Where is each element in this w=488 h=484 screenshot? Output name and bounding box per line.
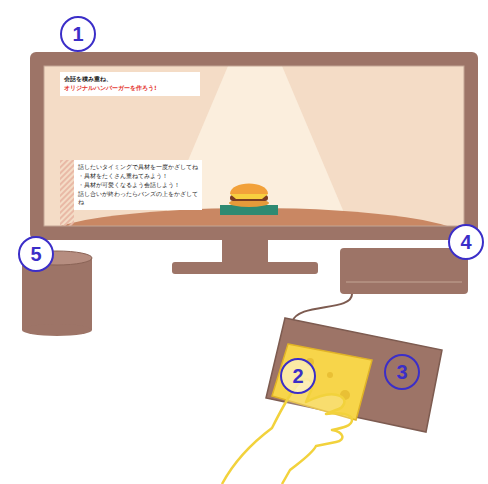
hatch-decoration [60, 160, 74, 226]
screen-text: ・具材が可愛くなるよう会話しよう！ [78, 181, 198, 189]
callout-number: 1 [60, 16, 96, 52]
screen [44, 66, 464, 226]
screen-text: 会話を積み重ね、 [64, 75, 196, 83]
callout-number: 2 [280, 358, 316, 394]
callout-circle [449, 225, 483, 259]
monitor-frame [30, 52, 478, 240]
monitor-base [172, 262, 318, 274]
cheese-slice [230, 194, 268, 199]
screen-text: オリジナルハンバーガーを作ろう! [64, 84, 196, 92]
callout-circle [19, 237, 53, 271]
patty [230, 195, 268, 201]
screen-text: 話したいタイミングで具材を一度かざしてね [78, 163, 198, 171]
text-panel: 話したいタイミングで具材を一度かざしてね・具材をたくさん重ねてみよう！・具材が可… [74, 160, 202, 210]
callout-circle [281, 359, 315, 393]
hand-outline [222, 379, 352, 484]
monitor-neck [222, 240, 268, 262]
text-panel: 会話を積み重ね、オリジナルハンバーガーを作ろう! [60, 72, 200, 96]
top-bun [230, 184, 268, 195]
callout-circle [61, 17, 95, 51]
callout-number: 4 [448, 224, 484, 260]
callout-number: 3 [384, 354, 420, 390]
callout-circle [385, 355, 419, 389]
cable [292, 294, 352, 322]
screen-text: 話し合いが終わったらバンズの上をかざしてね [78, 190, 198, 206]
callout-number: 5 [18, 236, 54, 272]
pc-box [340, 248, 468, 294]
screen-text: ・具材をたくさん重ねてみよう！ [78, 172, 198, 180]
